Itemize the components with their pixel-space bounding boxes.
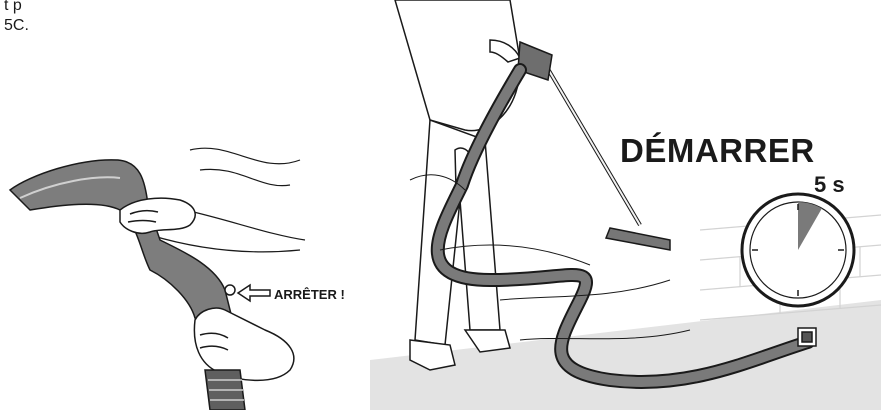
start-label: DÉMARRER <box>620 132 815 169</box>
hand-icon-lower <box>193 307 295 382</box>
floor-shadow <box>370 300 881 410</box>
fragment-line-1: t p <box>4 0 22 14</box>
sleeve-lines <box>149 147 306 253</box>
wall-inlet-icon <box>797 327 817 347</box>
corrugated-hose <box>204 369 246 410</box>
timer-ticks <box>752 204 844 296</box>
fragment-line-2: 5C. <box>4 17 29 34</box>
stop-label: ARRÊTER ! <box>274 287 345 302</box>
arrow-left-icon <box>236 283 271 303</box>
cropped-text-fragment: t p 5C. <box>4 0 29 36</box>
timer-label: 5 s <box>814 172 845 197</box>
hose-handle-illustration <box>8 147 306 410</box>
vacuum-hose-icon <box>430 63 815 389</box>
vacuuming-illustration <box>370 0 881 410</box>
timer-progress-wedge <box>798 202 822 250</box>
motion-lines <box>409 174 691 341</box>
hand-icon <box>119 197 196 234</box>
stopwatch-icon <box>740 192 856 308</box>
stop-button-icon <box>224 284 236 296</box>
